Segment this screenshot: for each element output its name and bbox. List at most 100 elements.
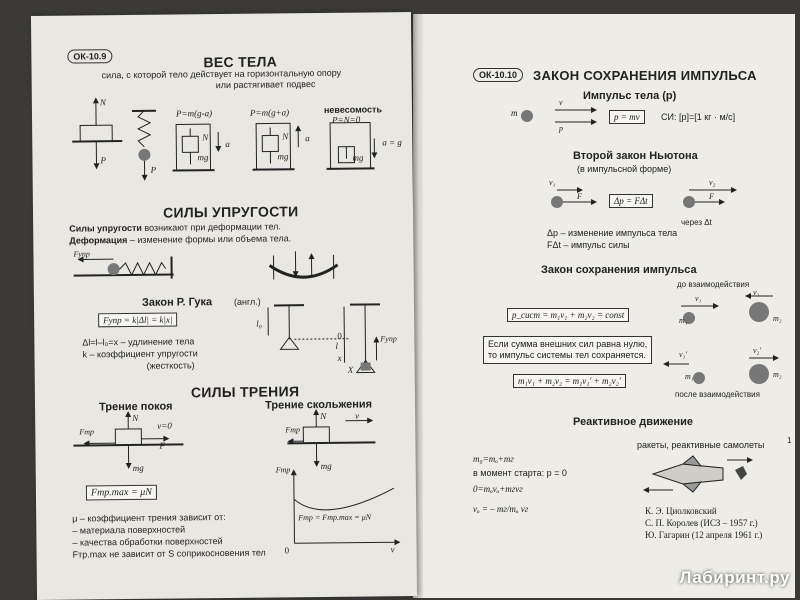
label-v2-after: v₂′ [753,346,762,355]
case2-formula: P=m(g+a) [249,107,290,118]
graph-origin: 0 [284,545,290,556]
label-v0: v=0 [157,420,172,431]
label-P-1: P [100,155,107,166]
label-m1-before: m₁ [679,316,688,325]
note-line-1: Если сумма внешних сил равна нулю, [488,339,648,349]
note-line-2: то импульс системы тел сохраняется. [488,350,647,360]
label-Fupr-2: Fупр [380,334,397,344]
book-gutter [413,14,425,598]
case3-title: невесомость [323,104,383,115]
label-N-3: N [282,131,289,142]
jet-line-1: m₀=mₒ+mг [473,454,514,464]
name-tsiolkovsky: К. Э. Циолковский [645,506,717,516]
mu-line-4: Fтр.max не зависит от S соприкосновения … [72,547,266,560]
dp-text: Δp – изменение импульса тела [547,228,678,238]
label-v1: v₁ [549,178,556,187]
label-Ftr-2: Fтр [285,425,301,435]
label-N-5: N [320,410,327,421]
label-a-2: a [305,133,310,144]
newton-title: Второй закон Ньютона [573,150,698,162]
label-P-2: P [150,164,157,175]
mu-line-1: μ – коэффициент трения зависит от: [72,511,226,524]
jet-title: Реактивное движение [573,416,694,428]
right-page: ОК-10.10 ЗАКОН СОХРАНЕНИЯ ИМПУЛЬСА Импул… [423,14,795,598]
name-korolev: С. П. Королев (ИСЗ – 1957 г.) [645,518,758,528]
case3-formula: P=N=0 [332,114,361,125]
label-x: x [337,352,342,363]
friction-title: СИЛЫ ТРЕНИЯ [190,383,300,401]
graph-axis-v: v [390,544,395,555]
elastic-diagrams [73,251,339,280]
ok-label-right: ОК-10.10 [473,68,524,82]
ok-label-left: ОК-10.9 [67,49,113,64]
label-F-1: F [577,192,582,201]
conservation-formula: m₁v₁ + m₂v₂ = m₁v₁′ + m₂v₂′ [513,374,626,388]
hooke-line-2: k – коэффициент упругости [82,348,198,360]
case1-formula: P=m(g-a) [175,108,213,119]
conservation-title: Закон сохранения импульса [541,264,697,276]
fdt-text: FΔt – импульс силы [547,240,630,250]
momentum-title: ЗАКОН СОХРАНЕНИЯ ИМПУЛЬСА [533,68,757,83]
label-N-4: N [132,412,139,423]
label-m2-after: m₂ [773,370,782,379]
rocket-drawing [643,455,753,493]
label-Fupr-1: Fупр [73,249,90,259]
label-Ftr-1: Fтр [79,427,95,437]
rockets-label: ракеты, реактивные самолеты [637,440,765,450]
hooke-diagram [267,303,381,374]
label-N-1: N [99,97,106,108]
label-l: l [335,340,338,351]
label-v2: v₂ [709,178,716,187]
label-F: F [159,440,166,451]
label-F-2: F [709,192,714,201]
label-m1-after: m₁ [685,372,694,381]
label-v1-before: v₁ [695,294,702,303]
newton-subtitle: (в импульсной форме) [577,164,672,174]
hooke-subtitle: (англ.) [233,296,261,307]
hooke-title: Закон Р. Гука [141,296,213,309]
label-mg-3: mg [352,152,364,163]
label-mg-1: mg [197,152,209,163]
name-gagarin: Ю. Гагарин (12 апреля 1961 г.) [645,530,763,540]
impulse-title: Импульс тела (p) [583,90,677,102]
collision-diagram [663,293,779,384]
conservation-note: Если сумма внешних сил равна нулю, то им… [483,336,653,364]
label-mg-2: mg [277,151,289,162]
hooke-line-1: Δl=l–l₀=x – удлинение тела [82,336,195,348]
label-v-impulse: v [559,98,563,107]
impulse-diagram [521,107,597,125]
labirint-watermark: Лабиринт.ру [679,568,790,587]
friction-graph [290,469,401,546]
label-X: X [347,364,354,375]
newton-diagram [551,187,737,208]
label-a-1: a [225,138,230,149]
label-v: v [355,410,360,421]
label-p-impulse: p [559,124,563,133]
case3-equality: a = g [382,137,402,148]
graph-axis-Ftr: Fтр [275,465,291,475]
hooke-formula: Fупр = k|Δl| = k|x| [98,312,178,328]
label-v1-after: v₁′ [679,350,688,359]
rest-friction-formula: Fтр.max = μN [85,484,157,501]
hooke-line-3: (жесткость) [146,360,195,371]
left-page: ОК-10.9 ВЕС ТЕЛА сила, с которой тело де… [30,12,418,600]
label-mg-4: mg [132,462,144,473]
jet-line-2: в момент старта: p = 0 [473,468,567,478]
weight-diagrams [72,97,378,181]
newton-formula: Δp = FΔt [609,194,653,208]
label-N-2: N [202,132,209,143]
elastic-line-1: Силы упругости возникают при деформации … [69,221,281,234]
mu-line-3: – качества обработки поверхностей [72,536,223,548]
before-label: до взаимодействия [677,280,750,289]
jet-line-3: 0=mₒvₒ+mгvг [473,484,523,494]
label-l0: l₀ [256,318,262,329]
label-m: m [511,108,518,118]
label-m2-before: m₂ [773,314,782,323]
elastic-title: СИЛЫ УПРУГОСТИ [162,203,299,221]
label-v2-before: v₂ [753,288,760,297]
after-label: после взаимодействия [675,390,760,399]
system-momentum-formula: p_сист = m₁v₁ + m₂v₂ = const [507,308,630,322]
page-number: 1 [787,436,792,445]
friction-diagrams [73,409,376,470]
graph-formula: Fтр = Fтр.max = μN [298,512,372,523]
